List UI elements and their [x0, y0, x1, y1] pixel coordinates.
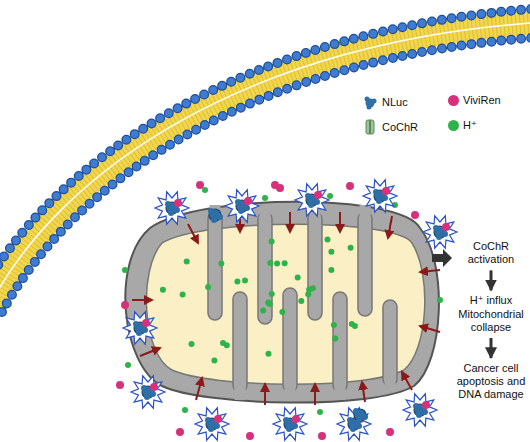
legend-text: ViviRen [463, 94, 501, 106]
legend-item: ViviRen [448, 94, 501, 106]
legend-swatch [448, 95, 459, 106]
legend-icon [362, 94, 378, 110]
step-text: H⁺ influx Mitochondrial collapse [456, 294, 526, 334]
flow-arrow [490, 270, 493, 290]
legend-text: NLuc [382, 96, 408, 108]
legend-swatch [448, 120, 459, 131]
flow-step: CoChR activation [454, 238, 528, 268]
legend-text: H⁺ [463, 119, 477, 132]
legend-item: H⁺ [448, 119, 477, 132]
flow-step: Cancer cell apoptosis and DNA damage [454, 360, 528, 404]
luciferase-bursts [116, 180, 457, 440]
legend-item: NLuc [362, 94, 408, 110]
step-text: Cancer cell apoptosis and DNA damage [456, 362, 526, 402]
legend-text: CoChR [382, 121, 418, 133]
step-text: CoChR activation [456, 240, 526, 266]
cochr-channels [132, 212, 440, 405]
flow-step: H⁺ influx Mitochondrial collapse [454, 292, 528, 336]
flow-arrow [490, 338, 493, 358]
legend-item: CoChR [362, 119, 418, 135]
legend-icon [362, 119, 378, 135]
mitochondrion [125, 202, 439, 403]
proton-dots [122, 187, 443, 415]
block-arrow [432, 249, 452, 267]
